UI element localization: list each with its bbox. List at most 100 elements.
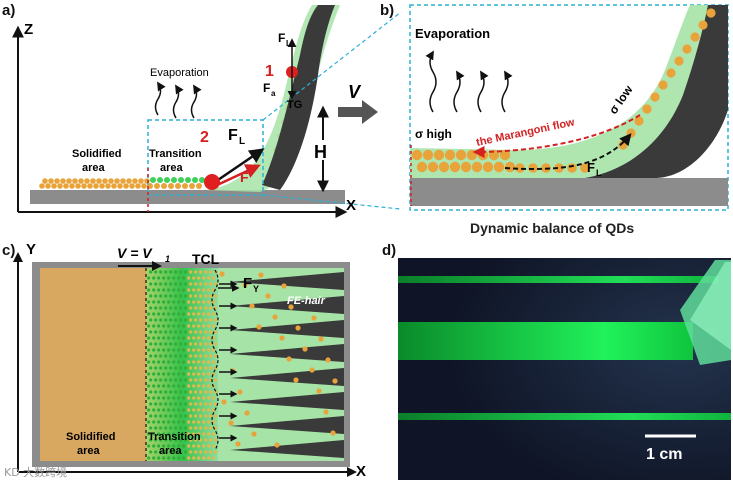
photo-background: [398, 258, 731, 480]
qd-dot: [202, 288, 206, 292]
qd-dot: [194, 378, 198, 382]
qd-dot: [157, 456, 161, 460]
qd-dot: [159, 390, 163, 394]
qd-dot: [242, 282, 248, 288]
qd-dot: [212, 324, 216, 328]
qd-dot: [202, 432, 206, 436]
qd-dot: [172, 384, 176, 388]
qd-dot: [207, 372, 211, 376]
qd-dot: [169, 378, 173, 382]
qd-dot: [199, 177, 205, 183]
qd-dot: [154, 282, 158, 286]
qd-dot: [214, 318, 218, 322]
qd-dot: [286, 356, 292, 362]
qd-dot: [159, 378, 163, 382]
qd-dot: [169, 390, 173, 394]
qd-dot: [179, 366, 183, 370]
qd-dot: [199, 426, 203, 430]
qd-dot: [177, 396, 181, 400]
qd-dot: [202, 348, 206, 352]
qd-dot: [179, 390, 183, 394]
panel-a-letter: a): [2, 2, 16, 19]
qd-dot: [192, 336, 196, 340]
qd-dot: [209, 294, 213, 298]
fl-sub: L: [239, 136, 245, 147]
qd-dot: [666, 68, 676, 78]
qd-dot: [204, 330, 208, 334]
fe-hair: [230, 272, 344, 290]
qd-dot: [295, 325, 301, 331]
qd-dot: [202, 372, 206, 376]
qd-dot: [147, 276, 151, 280]
qd-dot: [199, 330, 203, 334]
qd-dot: [189, 183, 195, 189]
qd-dot: [197, 288, 201, 292]
qd-dot: [169, 450, 173, 454]
qd-dot: [169, 306, 173, 310]
evap-arrow: [501, 70, 513, 113]
qd-dot: [162, 288, 166, 292]
qd-dot: [189, 402, 193, 406]
qd-dot: [147, 420, 151, 424]
qd-dot: [147, 288, 151, 292]
qd-dot: [149, 270, 153, 274]
qd-dot: [197, 324, 201, 328]
qd-dot: [159, 306, 163, 310]
qd-dot: [212, 276, 216, 280]
qd-dot: [174, 342, 178, 346]
tg-label: TG: [287, 99, 302, 111]
qd-dot: [207, 360, 211, 364]
qd-dot: [57, 183, 63, 189]
fl-label: F: [587, 160, 595, 175]
qd-dot: [169, 270, 173, 274]
qd-dot: [171, 177, 177, 183]
qd-dot: [157, 432, 161, 436]
qd-dot: [504, 161, 516, 173]
qd-dot: [197, 372, 201, 376]
qd-dot: [184, 378, 188, 382]
qd-dot: [209, 282, 213, 286]
qd-dot: [174, 282, 178, 286]
qd-dot: [157, 177, 163, 183]
qd-dot: [674, 56, 684, 66]
qd-dot: [187, 300, 191, 304]
qd-dot: [159, 450, 163, 454]
qd-dot: [249, 303, 255, 309]
qd-dot: [182, 276, 186, 280]
qd-dot: [149, 282, 153, 286]
qd-dot: [192, 396, 196, 400]
qd-dot: [221, 399, 227, 405]
evap-arrow: [172, 84, 184, 119]
qd-dot: [311, 315, 317, 321]
qd-dot: [167, 300, 171, 304]
qd-dot: [179, 330, 183, 334]
qd-dot: [69, 183, 75, 189]
qd-dot: [93, 183, 99, 189]
evap-arrow: [190, 84, 202, 119]
qd-dot: [209, 402, 213, 406]
qd-dot: [194, 354, 198, 358]
qd-dot: [658, 80, 668, 90]
qd-dot: [164, 294, 168, 298]
green-stripe-bottom: [398, 413, 731, 420]
qd-dot: [169, 330, 173, 334]
qd-dot: [650, 92, 660, 102]
qd-dot: [187, 288, 191, 292]
qd-dot: [149, 354, 153, 358]
qd-dot: [154, 390, 158, 394]
qd-dot: [192, 312, 196, 316]
qd-dots: [147, 270, 338, 460]
v-arrow: [338, 100, 378, 124]
qd-dot: [152, 432, 156, 436]
evaporation-label: Evaporation: [150, 67, 209, 79]
qd-dot: [194, 306, 198, 310]
panel-d: d) 1 cm: [380, 240, 733, 484]
qd-dot: [102, 178, 108, 184]
qd-dot: [194, 390, 198, 394]
qd-dot: [164, 450, 168, 454]
qd-dot: [177, 312, 181, 316]
qd-dot: [187, 384, 191, 388]
qd-dot: [174, 330, 178, 334]
qd-dot: [192, 444, 196, 448]
qd-dot: [192, 300, 196, 304]
